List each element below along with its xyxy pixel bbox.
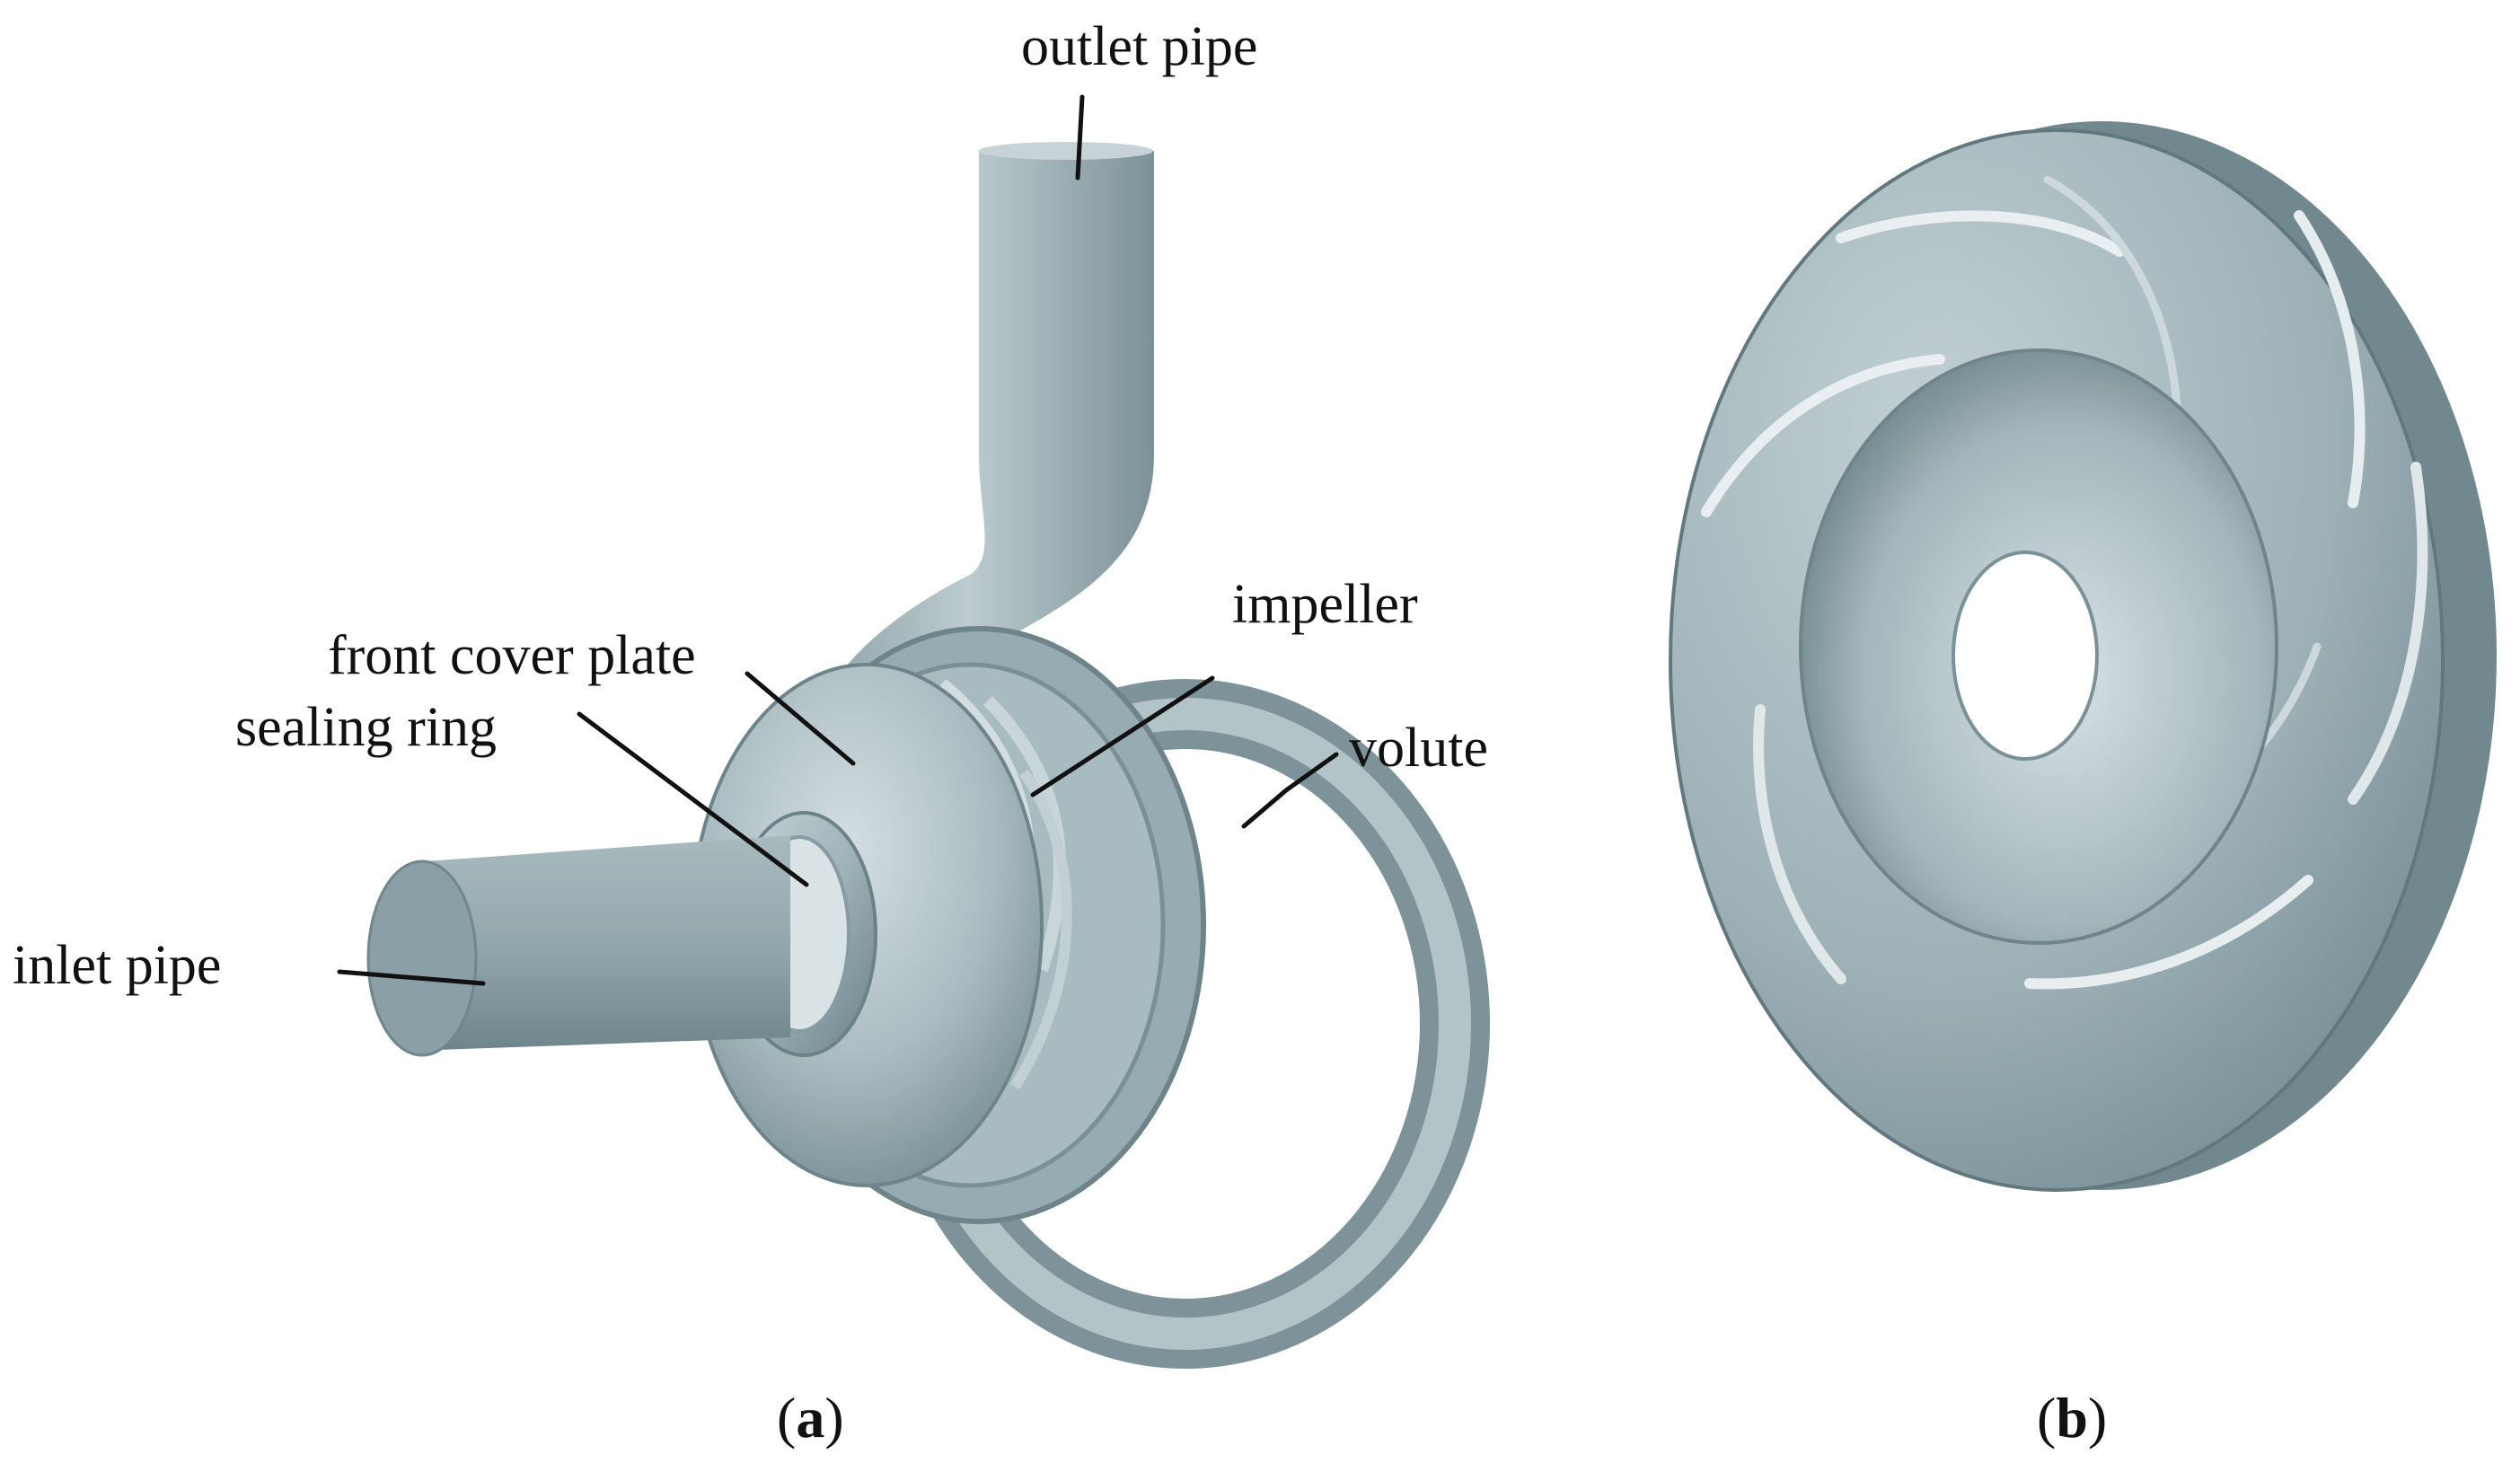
outlet-pipe-shape [817,142,1154,736]
inlet-pipe-label: inlet pipe [13,935,221,996]
volute-label: volute [1349,718,1488,779]
caption-a: (a) [777,1386,844,1450]
inlet-pipe-leader [337,969,486,986]
inlet-pipe-shape [366,835,790,1057]
sealing-ring-leader [577,711,809,887]
front-cover-plate-label: front cover plate [328,625,696,686]
leader-lines [337,94,1339,986]
impeller-leader [1030,675,1215,798]
panel-captions: (a) (b) [777,1386,2107,1450]
volute-leader [1241,752,1339,829]
sealing-ring-label: sealing ring [235,697,497,758]
pump-assembly-drawing [366,142,1490,1369]
outlet-pipe-leader [1075,94,1085,181]
front-cover-plate-leader [745,671,856,766]
outlet-pipe-label: outlet pipe [1021,16,1257,77]
caption-b: (b) [2037,1386,2107,1450]
part-labels: outlet pipe impeller front cover plate s… [13,16,1488,996]
impeller-label: impeller [1232,574,1418,635]
impeller-drawing [1669,121,2497,1192]
